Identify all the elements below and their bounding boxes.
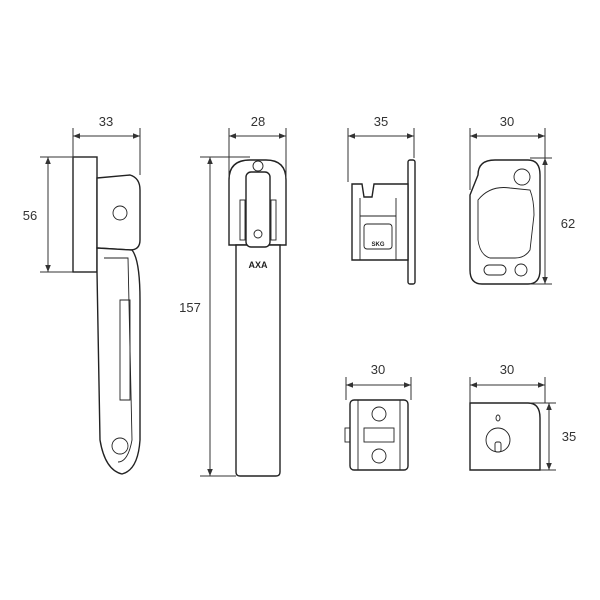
dimension-lock-cover-height: 35	[530, 402, 576, 471]
dimension-label: 30	[500, 362, 514, 377]
dimension-front-width: 28	[228, 114, 287, 178]
dimension-label: 35	[562, 429, 576, 444]
keeper-side-view: SKG	[351, 159, 416, 285]
dimension-keeper-front-width: 30	[469, 114, 546, 190]
dimension-front-height: 157	[179, 156, 250, 477]
keeper-front-view	[469, 159, 541, 285]
dimension-label: 30	[500, 114, 514, 129]
dimension-label: 28	[251, 114, 265, 129]
handle-front-view: AXA	[228, 159, 287, 477]
dimension-keeper-front-height: 62	[530, 157, 575, 285]
dimension-keeper-side-width: 35	[347, 114, 415, 182]
dimension-side-height: 56	[23, 156, 73, 273]
dimension-side-width: 33	[72, 114, 141, 175]
spacer-view	[344, 399, 409, 471]
dimension-label: 30	[371, 362, 385, 377]
dimension-label: 157	[179, 300, 201, 315]
dimension-label: 56	[23, 208, 37, 223]
axa-logo: AXA	[248, 260, 268, 270]
dimension-lock-cover-width: 30	[469, 362, 546, 403]
dimension-label: 35	[374, 114, 388, 129]
dimension-spacer-width: 30	[345, 362, 412, 400]
dimension-label: 62	[561, 216, 575, 231]
handle-side-view	[72, 156, 141, 475]
lock-cover-view	[469, 402, 541, 471]
skg-logo: SKG	[371, 242, 384, 248]
dimension-label: 33	[99, 114, 113, 129]
